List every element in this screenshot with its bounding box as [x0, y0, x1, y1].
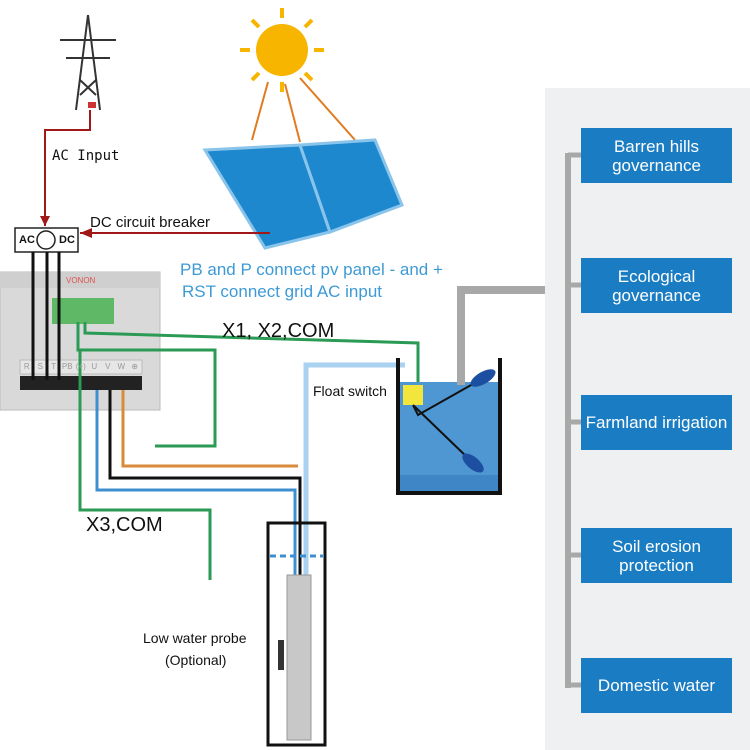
application-farmland-irrigation: Farmland irrigation: [581, 395, 732, 450]
pv-note-line-1: PB and P connect pv panel - and +: [180, 260, 443, 279]
well-casing: [266, 521, 327, 747]
sun-icon: [240, 8, 324, 92]
terminal-label: W: [117, 362, 126, 371]
brand-logo: VONON: [66, 276, 96, 285]
float-switch-icon: [403, 385, 423, 405]
terminal-label: S: [37, 362, 43, 371]
terminal-label: V: [105, 362, 111, 371]
terminal-label: R: [23, 362, 30, 371]
sun-rays-arrows: [251, 77, 356, 143]
ac-input-label: AC Input: [52, 148, 120, 164]
water-tank: [396, 358, 502, 495]
x3-com-label: X3,COM: [86, 514, 163, 536]
application-ecological: Ecological governance: [581, 258, 732, 313]
water-pipe: [457, 286, 568, 385]
breaker-dc-label: DC: [59, 234, 75, 246]
green-wires: [76, 322, 420, 580]
float-switch-label: Float switch: [313, 383, 387, 399]
application-barren-hills: Barren hills governance: [581, 128, 732, 183]
ac-input-line: [44, 110, 91, 226]
pv-note-line-2: RST connect grid AC input: [182, 282, 383, 301]
low-water-probe-icon: [278, 640, 284, 670]
low-probe-optional-label: (Optional): [165, 652, 227, 668]
low-probe-label: Low water probe: [143, 630, 247, 646]
breaker-ac-label: AC: [19, 234, 35, 246]
application-soil-erosion: Soil erosion protection: [581, 528, 732, 583]
terminal-label: U: [91, 362, 98, 371]
terminal-labels: R S T PB (+) U V W ⊕: [20, 362, 142, 371]
terminal-label: T: [51, 362, 57, 371]
application-domestic-water: Domestic water: [581, 658, 732, 713]
terminal-label: PB: [61, 362, 73, 371]
dc-breaker-label: DC circuit breaker: [90, 214, 211, 231]
x1-x2-com-label: X1, X2,COM: [222, 320, 335, 342]
terminal-label: ⊕: [131, 362, 139, 371]
solar-panel-icon: [202, 138, 404, 250]
power-tower-icon: [60, 14, 116, 111]
submersible-pump-icon: [286, 574, 312, 741]
terminal-label: (+): [75, 362, 86, 371]
